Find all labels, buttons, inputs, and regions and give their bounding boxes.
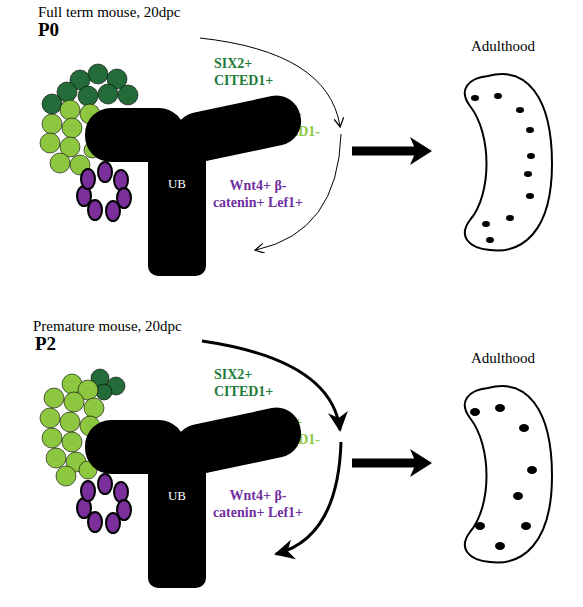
kidney-outline <box>448 36 558 258</box>
marker-label: Wnt4+ β-catenin+ Lef1+ <box>212 487 304 521</box>
marker-label: SIX2+ CITED1+ <box>214 55 286 89</box>
panel-title: Full term mouse, 20dpc <box>38 4 238 21</box>
node-heading: Adulthood <box>438 38 568 55</box>
panel-title: Premature mouse, 20dpc <box>33 318 243 335</box>
ureteric-bud: UB <box>80 100 310 280</box>
node-label: UB <box>146 176 208 192</box>
kidney-outline <box>448 348 558 570</box>
marker-label: Wnt4+ β-catenin+ Lef1+ <box>212 177 304 211</box>
stage-label: P2 <box>35 335 95 352</box>
ureteric-bud-shape <box>80 100 310 280</box>
transition-arrow <box>352 449 432 477</box>
adult-kidney: Adulthood <box>448 348 558 570</box>
node-heading: Adulthood <box>438 350 568 367</box>
marker-label: SIX2+ CITED1+ <box>214 366 286 400</box>
stage-label: P0 <box>38 21 98 38</box>
node-label: UB <box>146 488 208 504</box>
ureteric-bud-shape <box>80 412 310 592</box>
adult-kidney: Adulthood <box>448 36 558 258</box>
transition-arrow <box>352 137 432 165</box>
ureteric-bud: UB <box>80 412 310 592</box>
